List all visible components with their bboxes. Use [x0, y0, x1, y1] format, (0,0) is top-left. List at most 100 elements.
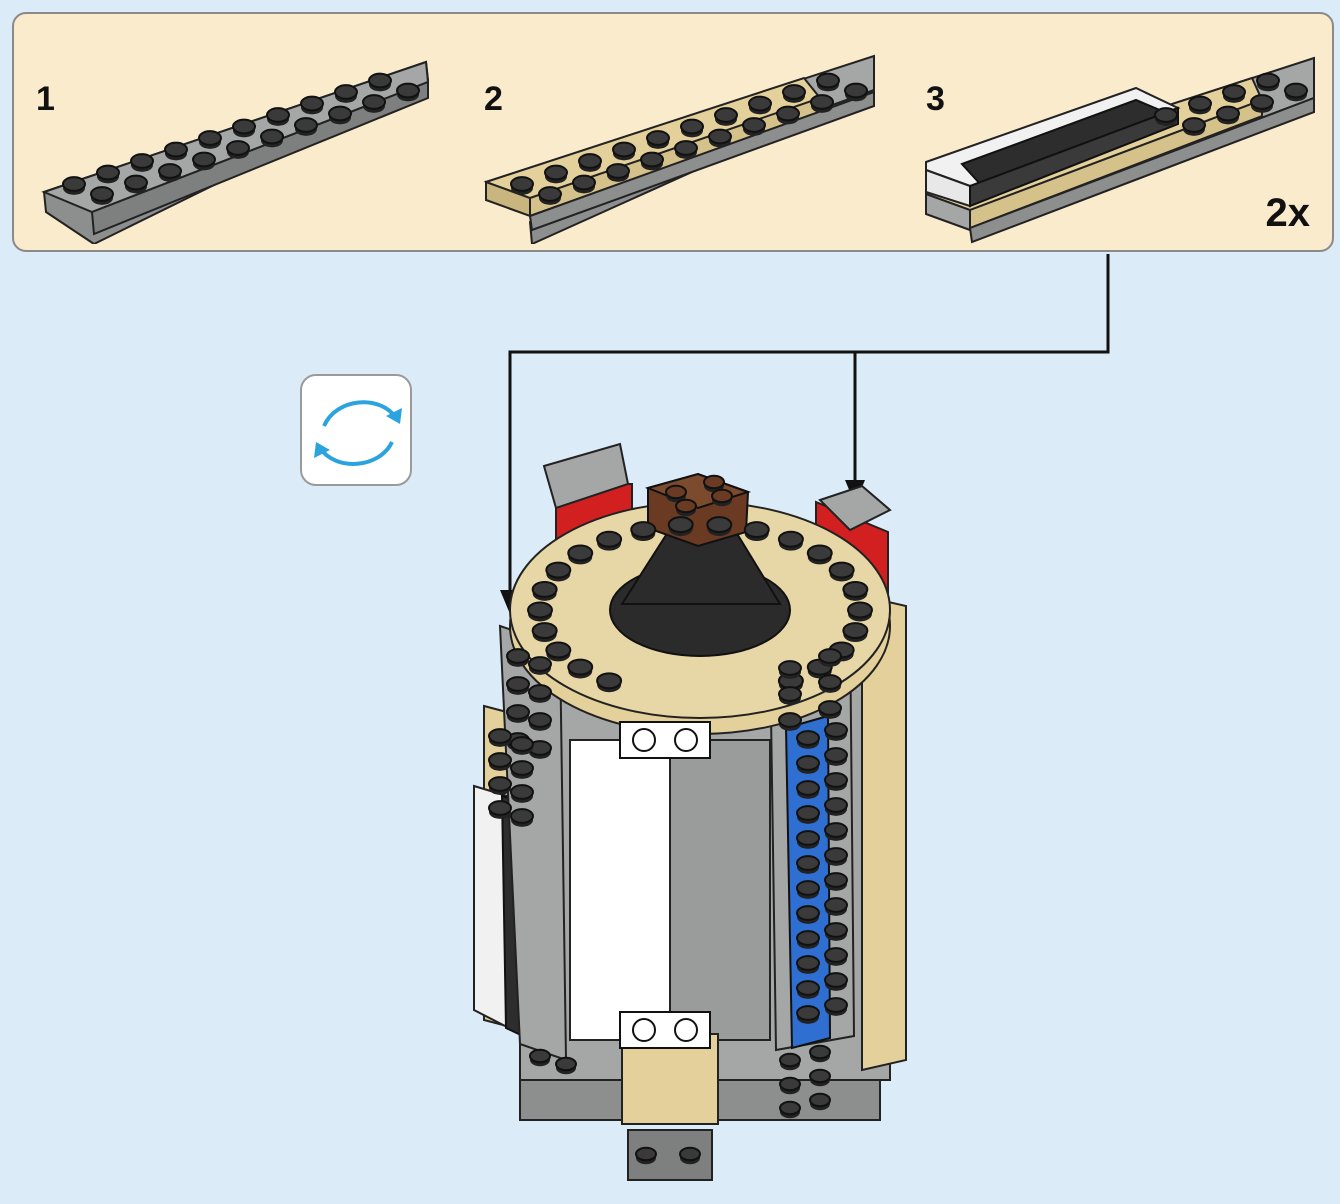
stud-top [96, 164, 120, 181]
stud-top [545, 641, 572, 659]
stud-top [528, 684, 552, 700]
stud-top [818, 700, 842, 716]
stud-top [828, 561, 855, 579]
stud-top [816, 72, 840, 89]
stud-top [796, 930, 820, 946]
stud-top [510, 760, 534, 776]
quantity-multiplier: 2x [1265, 191, 1311, 235]
stud-top [824, 997, 848, 1013]
stud-top [796, 830, 820, 846]
stud-top [555, 1056, 577, 1072]
stud-top [232, 118, 256, 135]
stud-top [612, 141, 636, 158]
stud-top [531, 622, 558, 640]
stud-top [796, 905, 820, 921]
stud-top [824, 972, 848, 988]
stud-top [510, 784, 534, 800]
stud-top [198, 130, 222, 146]
stud-top [488, 776, 512, 792]
stud-top [62, 176, 86, 192]
stud-top [809, 1092, 831, 1108]
step-number-1: 1 [36, 80, 55, 118]
stud-top [596, 530, 623, 548]
stud-top [779, 1076, 801, 1092]
stud-top [680, 118, 704, 135]
stud-top [606, 163, 630, 179]
rocket-body-model [473, 442, 907, 1181]
stud-top [1250, 94, 1274, 110]
stud-top [824, 897, 848, 913]
stud-top [544, 164, 568, 181]
stud-top [1182, 117, 1206, 133]
step-1-studs [62, 72, 420, 205]
stud-top [779, 1100, 801, 1116]
stud-top [818, 648, 842, 664]
stud-top [529, 1048, 551, 1064]
step-2-tan-plate [483, 54, 875, 244]
stud-top [748, 95, 772, 112]
stud-top [538, 186, 562, 202]
stud-top [796, 955, 820, 971]
stud-top [158, 163, 182, 179]
stud-top [368, 72, 392, 89]
stud-top [567, 544, 594, 562]
stud-top [824, 947, 848, 963]
stud-top [528, 656, 552, 672]
stud-top [824, 772, 848, 788]
stud-top [1154, 107, 1178, 123]
stud-top [796, 980, 820, 996]
stud-top [714, 107, 738, 123]
stud-top [527, 601, 553, 619]
stud-top [90, 186, 114, 202]
stud-top [300, 95, 324, 112]
model-studs [488, 474, 873, 1165]
stud-top [842, 580, 869, 598]
stud-top [796, 1005, 820, 1021]
stud-top [334, 84, 358, 100]
stud-top [665, 484, 687, 500]
callout-connector-lines [508, 254, 1110, 598]
stud-top [488, 752, 512, 768]
stud-top [824, 847, 848, 863]
stud-top [545, 561, 572, 579]
stud-top [674, 140, 698, 156]
stud-top [646, 130, 670, 146]
stud-top [742, 117, 766, 133]
stud-top [488, 800, 512, 816]
stud-top [396, 82, 420, 99]
rotate-model-button[interactable] [300, 374, 412, 486]
stud-top [824, 722, 848, 738]
stud-top [777, 530, 804, 548]
stud-top [667, 516, 694, 534]
stud-top [796, 755, 820, 771]
stud-top [810, 94, 834, 110]
stud-top [578, 153, 602, 169]
stud-top [809, 1044, 831, 1060]
stud-top [847, 601, 873, 619]
stud-top [528, 712, 552, 728]
stud-top [809, 1068, 831, 1084]
step-2-studs [510, 72, 868, 205]
step-number-3: 3 [926, 80, 945, 118]
stud-top [266, 107, 290, 123]
stud-top [779, 1052, 801, 1068]
stud-top [782, 84, 806, 100]
stud-top [703, 474, 725, 490]
stud-top [510, 808, 534, 824]
stud-top [640, 151, 664, 168]
stud-top [675, 498, 697, 514]
stud-top [818, 674, 842, 690]
stud-top [824, 797, 848, 813]
stud-top [260, 128, 284, 145]
stud-top [1284, 82, 1308, 99]
technic-holes [619, 721, 711, 1049]
stud-top [1188, 95, 1212, 112]
stud-top [1222, 84, 1246, 100]
rotate-model-icon [314, 400, 402, 466]
stud-top [778, 712, 802, 728]
stud-top [506, 648, 530, 664]
stud-top [796, 780, 820, 796]
stud-top [510, 176, 534, 192]
stud-top [506, 676, 530, 692]
